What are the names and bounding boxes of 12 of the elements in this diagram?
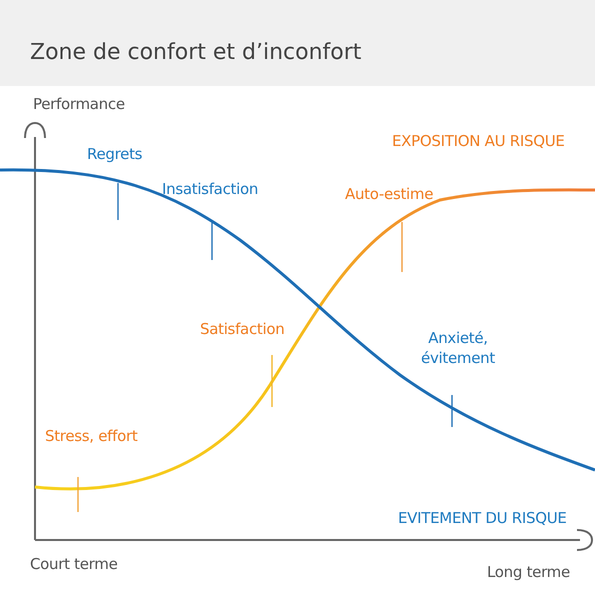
axis-label: Long terme bbox=[487, 563, 570, 581]
curve-label: Stress, effort bbox=[45, 427, 138, 445]
curve-label: Auto-estime bbox=[345, 185, 434, 203]
curve-label: Regrets bbox=[87, 145, 142, 163]
axis-label: Performance bbox=[33, 95, 125, 113]
curve-label: Insatisfaction bbox=[162, 180, 258, 198]
curve-label: Satisfaction bbox=[200, 320, 284, 338]
zone-label: EXPOSITION AU RISQUE bbox=[392, 132, 565, 150]
axis-label: Court terme bbox=[30, 555, 118, 573]
zone-label: EVITEMENT DU RISQUE bbox=[398, 509, 567, 527]
curve-label: Anxieté, évitement bbox=[420, 328, 496, 368]
title: Zone de confort et d’inconfort bbox=[30, 40, 362, 65]
